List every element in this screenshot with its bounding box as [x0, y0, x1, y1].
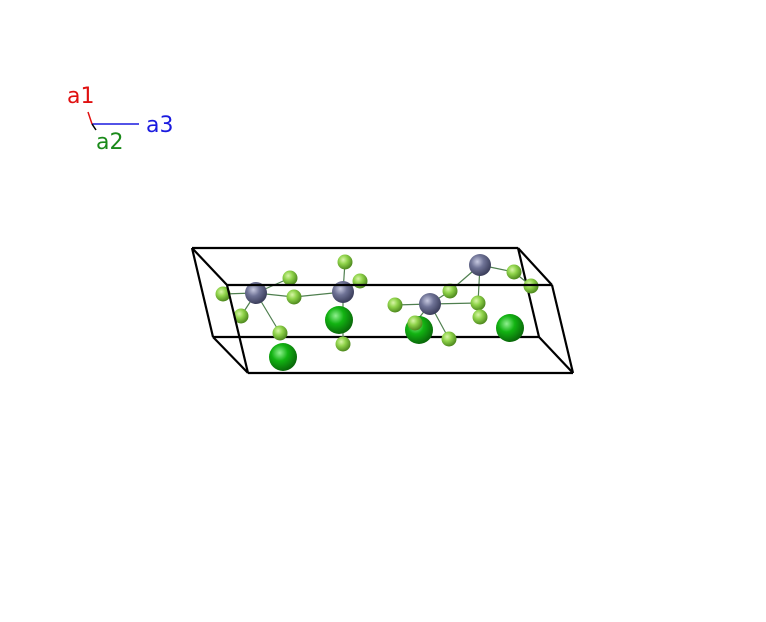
atom-small-green[interactable]: [470, 295, 486, 311]
unit-cell-side-edges: [191, 247, 574, 374]
atom-metal[interactable]: [419, 293, 441, 315]
atom-small-green[interactable]: [272, 325, 288, 341]
atom-small-green[interactable]: [407, 315, 423, 331]
atom-large-green[interactable]: [496, 314, 524, 342]
atom-small-green[interactable]: [442, 283, 458, 299]
large-green-atoms: [269, 306, 524, 371]
atom-small-green[interactable]: [215, 286, 231, 302]
atom-large-green[interactable]: [269, 343, 297, 371]
small-green-atoms: [215, 254, 539, 352]
axis-a2-line: [91, 123, 97, 131]
axis-label-a1: a1: [67, 84, 95, 109]
atom-metal[interactable]: [245, 282, 267, 304]
metal-atoms: [245, 254, 491, 315]
axis-triad: [87, 111, 139, 131]
axis-label-a3: a3: [146, 113, 174, 138]
atom-small-green[interactable]: [337, 254, 353, 270]
atom-small-green[interactable]: [472, 309, 488, 325]
atom-small-green[interactable]: [387, 297, 403, 313]
atom-small-green[interactable]: [506, 264, 522, 280]
axis-a1-line: [87, 111, 93, 125]
unit-cell-back-face: [190, 246, 541, 339]
atom-metal[interactable]: [332, 281, 354, 303]
atom-large-green[interactable]: [325, 306, 353, 334]
atom-small-green[interactable]: [282, 270, 298, 286]
atom-metal[interactable]: [469, 254, 491, 276]
atom-small-green[interactable]: [335, 336, 351, 352]
atom-small-green[interactable]: [352, 273, 368, 289]
atom-small-green[interactable]: [233, 308, 249, 324]
atom-small-green[interactable]: [441, 331, 457, 347]
axis-label-a2: a2: [96, 130, 124, 155]
unit-cell-front-face: [225, 283, 575, 375]
atom-small-green[interactable]: [286, 289, 302, 305]
